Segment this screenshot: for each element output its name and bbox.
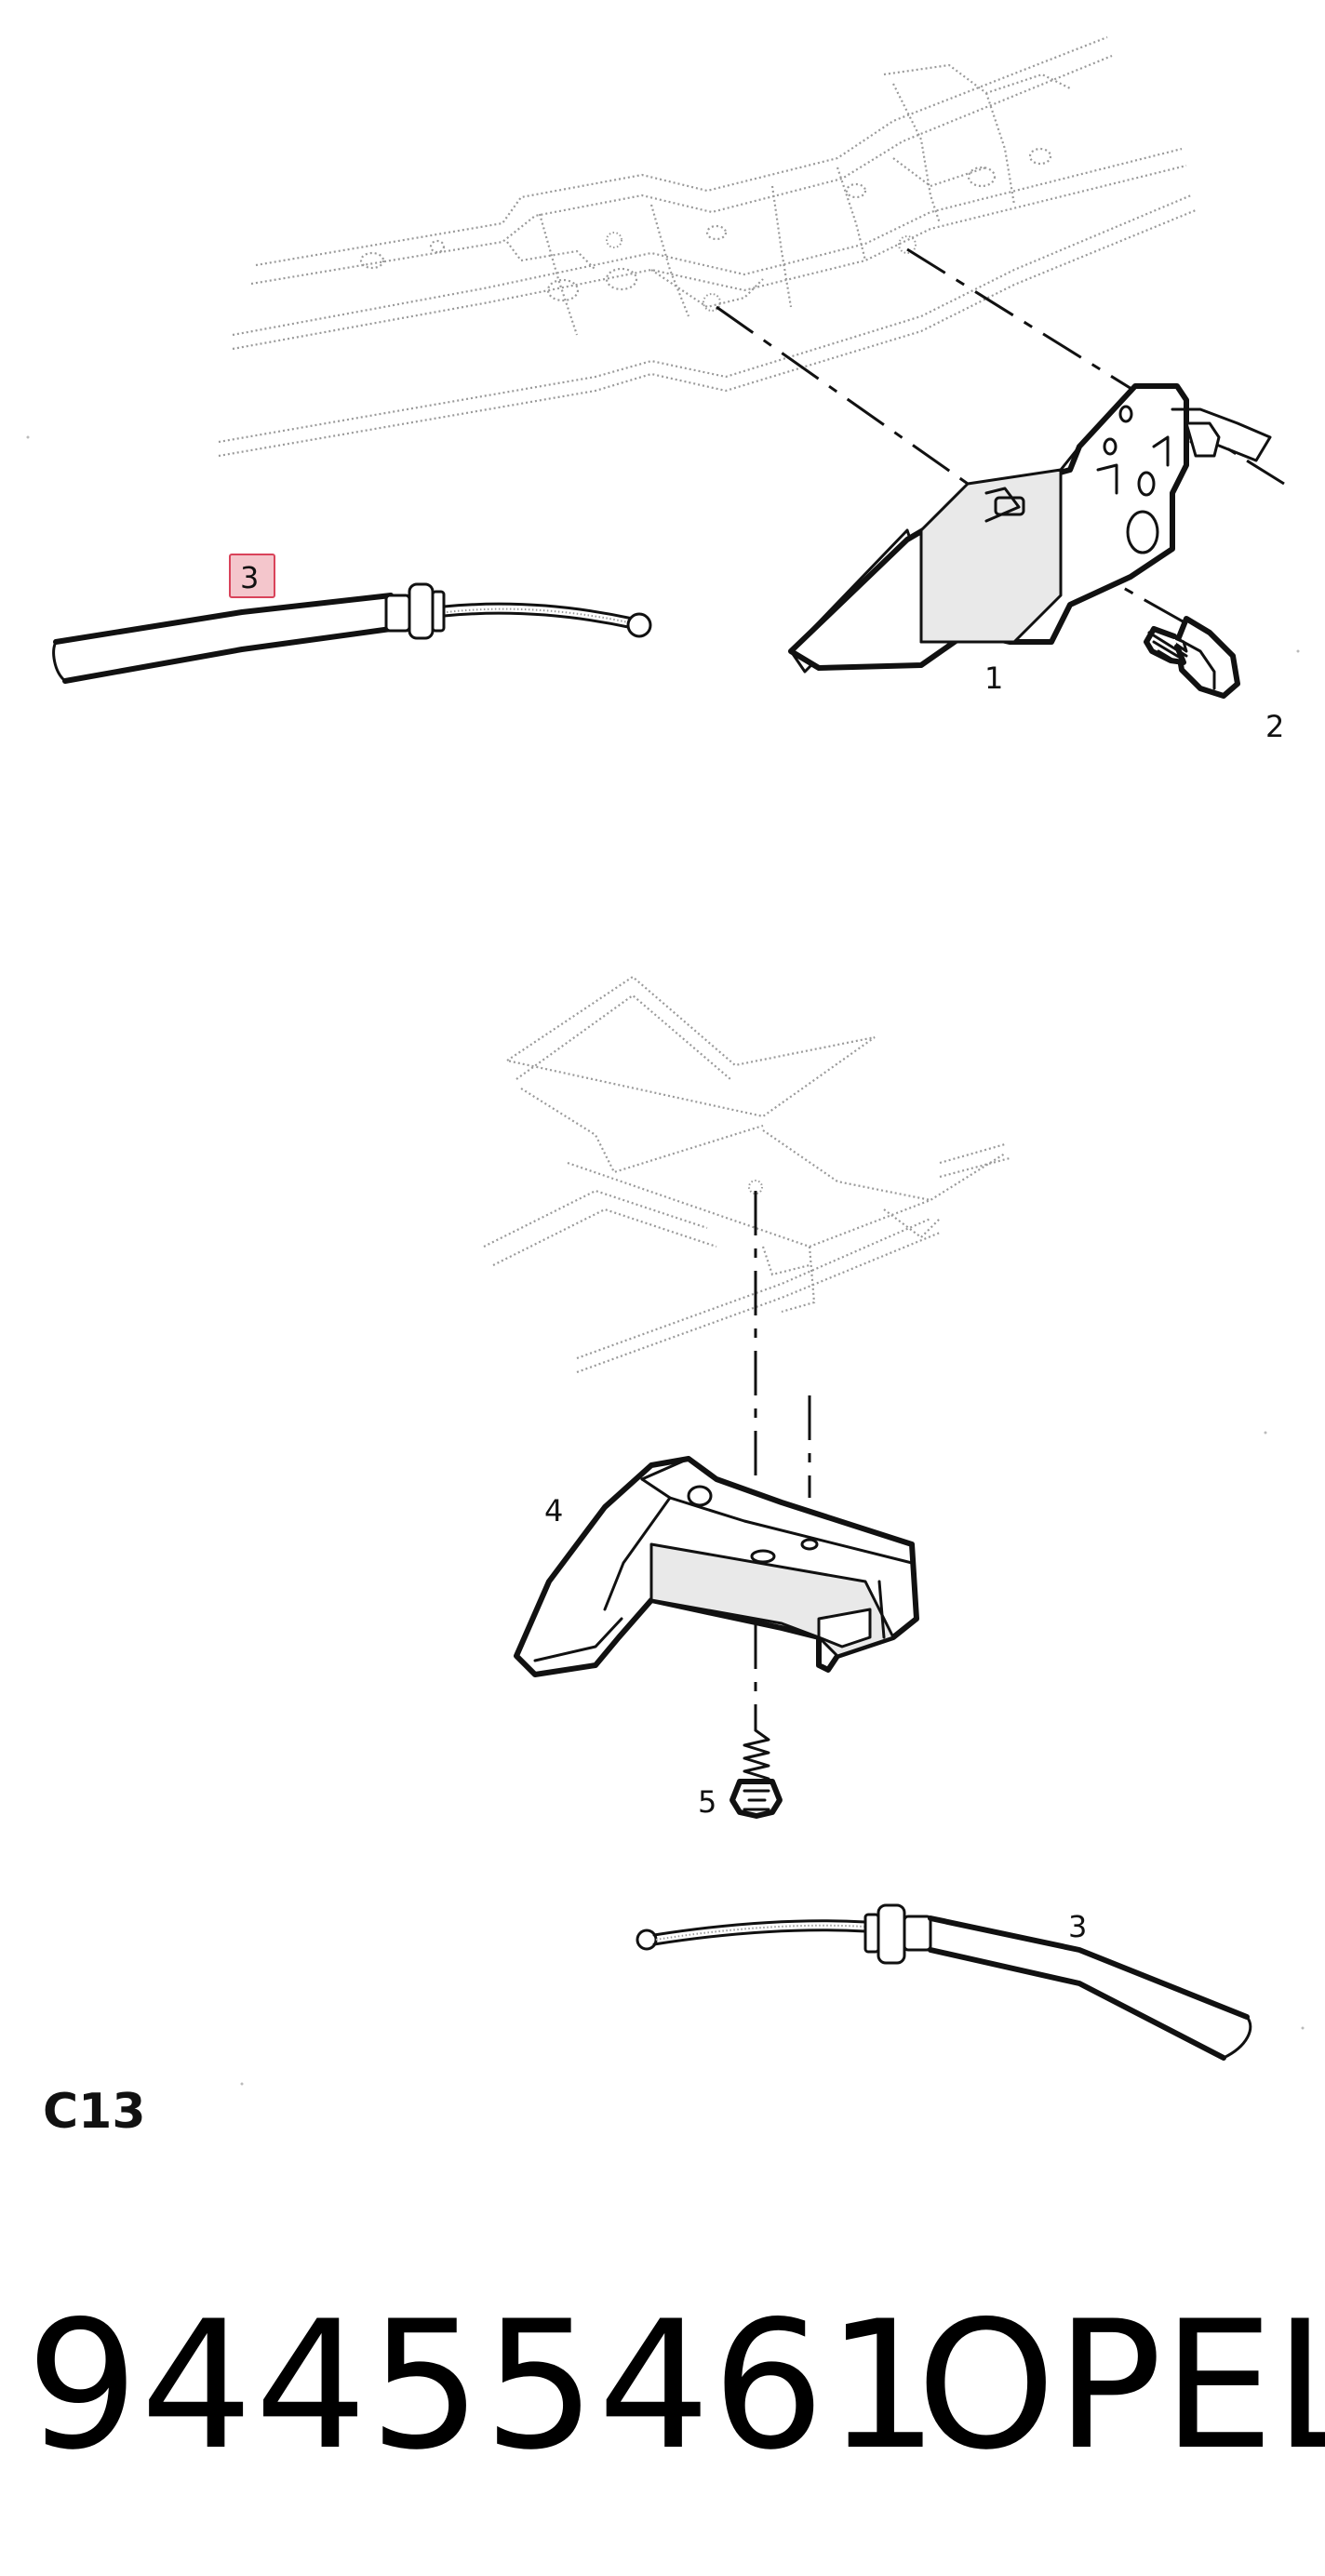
- cable-part-3-top: [52, 582, 652, 684]
- callout-2: 2: [1265, 709, 1284, 744]
- scan-specks: [26, 435, 1305, 2086]
- callout-3-highlight[interactable]: [229, 554, 275, 598]
- alignment-lines-middle: [754, 1191, 811, 1730]
- bracket-part-1: [788, 383, 1272, 674]
- floor-panel-outline: [483, 975, 1010, 1374]
- callout-5: 5: [698, 1784, 716, 1820]
- cover-part-4: [514, 1456, 919, 1677]
- callout-3-bottom: 3: [1068, 1909, 1087, 1944]
- brand-name: OPEL: [917, 2283, 1325, 2489]
- vehicle-frame-outline: [218, 35, 1197, 458]
- cable-part-3-bottom: [636, 1903, 1252, 2061]
- callout-4: 4: [544, 1493, 563, 1528]
- callout-3-top[interactable]: 3: [240, 560, 259, 595]
- section-code: C13: [43, 2084, 146, 2140]
- callout-1: 1: [984, 661, 1003, 696]
- part-number: 94455461: [26, 2283, 942, 2489]
- bolt-part-2: [1144, 616, 1240, 699]
- screw-part-5: [729, 1728, 783, 1819]
